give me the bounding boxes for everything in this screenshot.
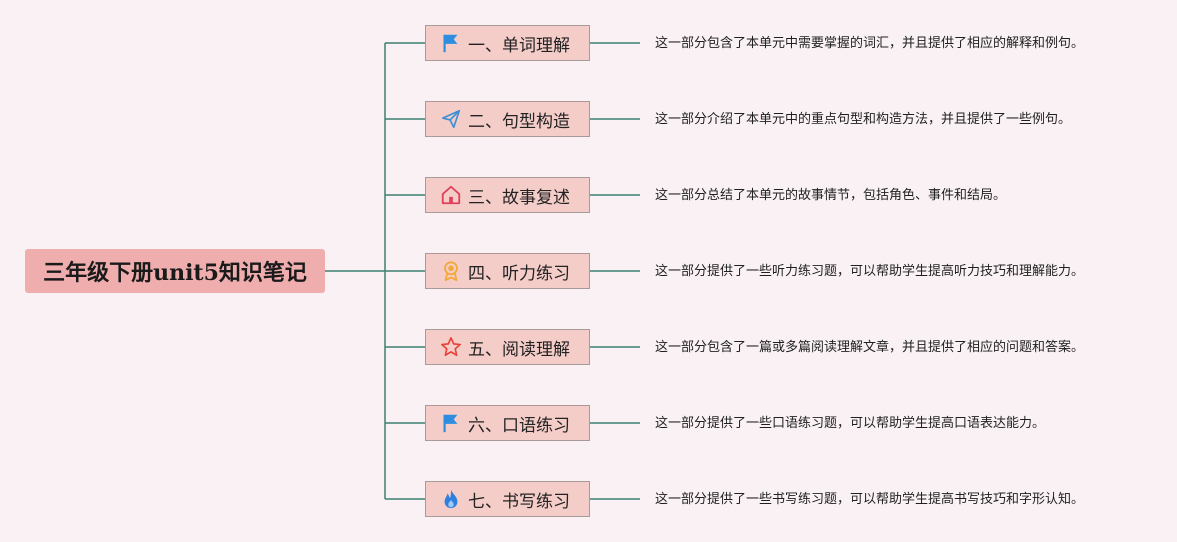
branch-node-2[interactable]: 二、句型构造	[425, 101, 590, 137]
paper-plane-icon	[440, 108, 462, 130]
branch-desc-2: 这一部分介绍了本单元中的重点句型和构造方法，并且提供了一些例句。	[655, 112, 1072, 127]
branch-label: 二、句型构造	[468, 111, 570, 132]
branch-label: 五、阅读理解	[468, 339, 570, 360]
flame-icon	[440, 488, 462, 510]
branch-node-1[interactable]: 一、单词理解	[425, 25, 590, 61]
branch-desc-4: 这一部分提供了一些听力练习题，可以帮助学生提高听力技巧和理解能力。	[655, 264, 1085, 279]
branch-desc-5: 这一部分包含了一篇或多篇阅读理解文章，并且提供了相应的问题和答案。	[655, 340, 1085, 355]
branch-node-5[interactable]: 五、阅读理解	[425, 329, 590, 365]
branch-node-4[interactable]: 四、听力练习	[425, 253, 590, 289]
flag-icon	[440, 412, 462, 434]
branch-label: 四、听力练习	[468, 263, 570, 284]
branch-label: 六、口语练习	[468, 415, 570, 436]
flag-icon	[440, 32, 462, 54]
branch-node-7[interactable]: 七、书写练习	[425, 481, 590, 517]
branch-desc-6: 这一部分提供了一些口语练习题，可以帮助学生提高口语表达能力。	[655, 416, 1046, 431]
branch-label: 一、单词理解	[468, 35, 570, 56]
branch-desc-1: 这一部分包含了本单元中需要掌握的词汇，并且提供了相应的解释和例句。	[655, 36, 1085, 51]
root-node[interactable]: 三年级下册unit5知识笔记	[25, 249, 325, 293]
award-icon	[440, 260, 462, 282]
star-icon	[440, 336, 462, 358]
branch-label: 三、故事复述	[468, 187, 570, 208]
branch-desc-7: 这一部分提供了一些书写练习题，可以帮助学生提高书写技巧和字形认知。	[655, 492, 1085, 507]
root-title: 三年级下册unit5知识笔记	[43, 260, 307, 286]
home-icon	[440, 184, 462, 206]
branch-node-3[interactable]: 三、故事复述	[425, 177, 590, 213]
branch-desc-3: 这一部分总结了本单元的故事情节，包括角色、事件和结局。	[655, 188, 1007, 203]
branch-label: 七、书写练习	[468, 491, 570, 512]
branch-node-6[interactable]: 六、口语练习	[425, 405, 590, 441]
